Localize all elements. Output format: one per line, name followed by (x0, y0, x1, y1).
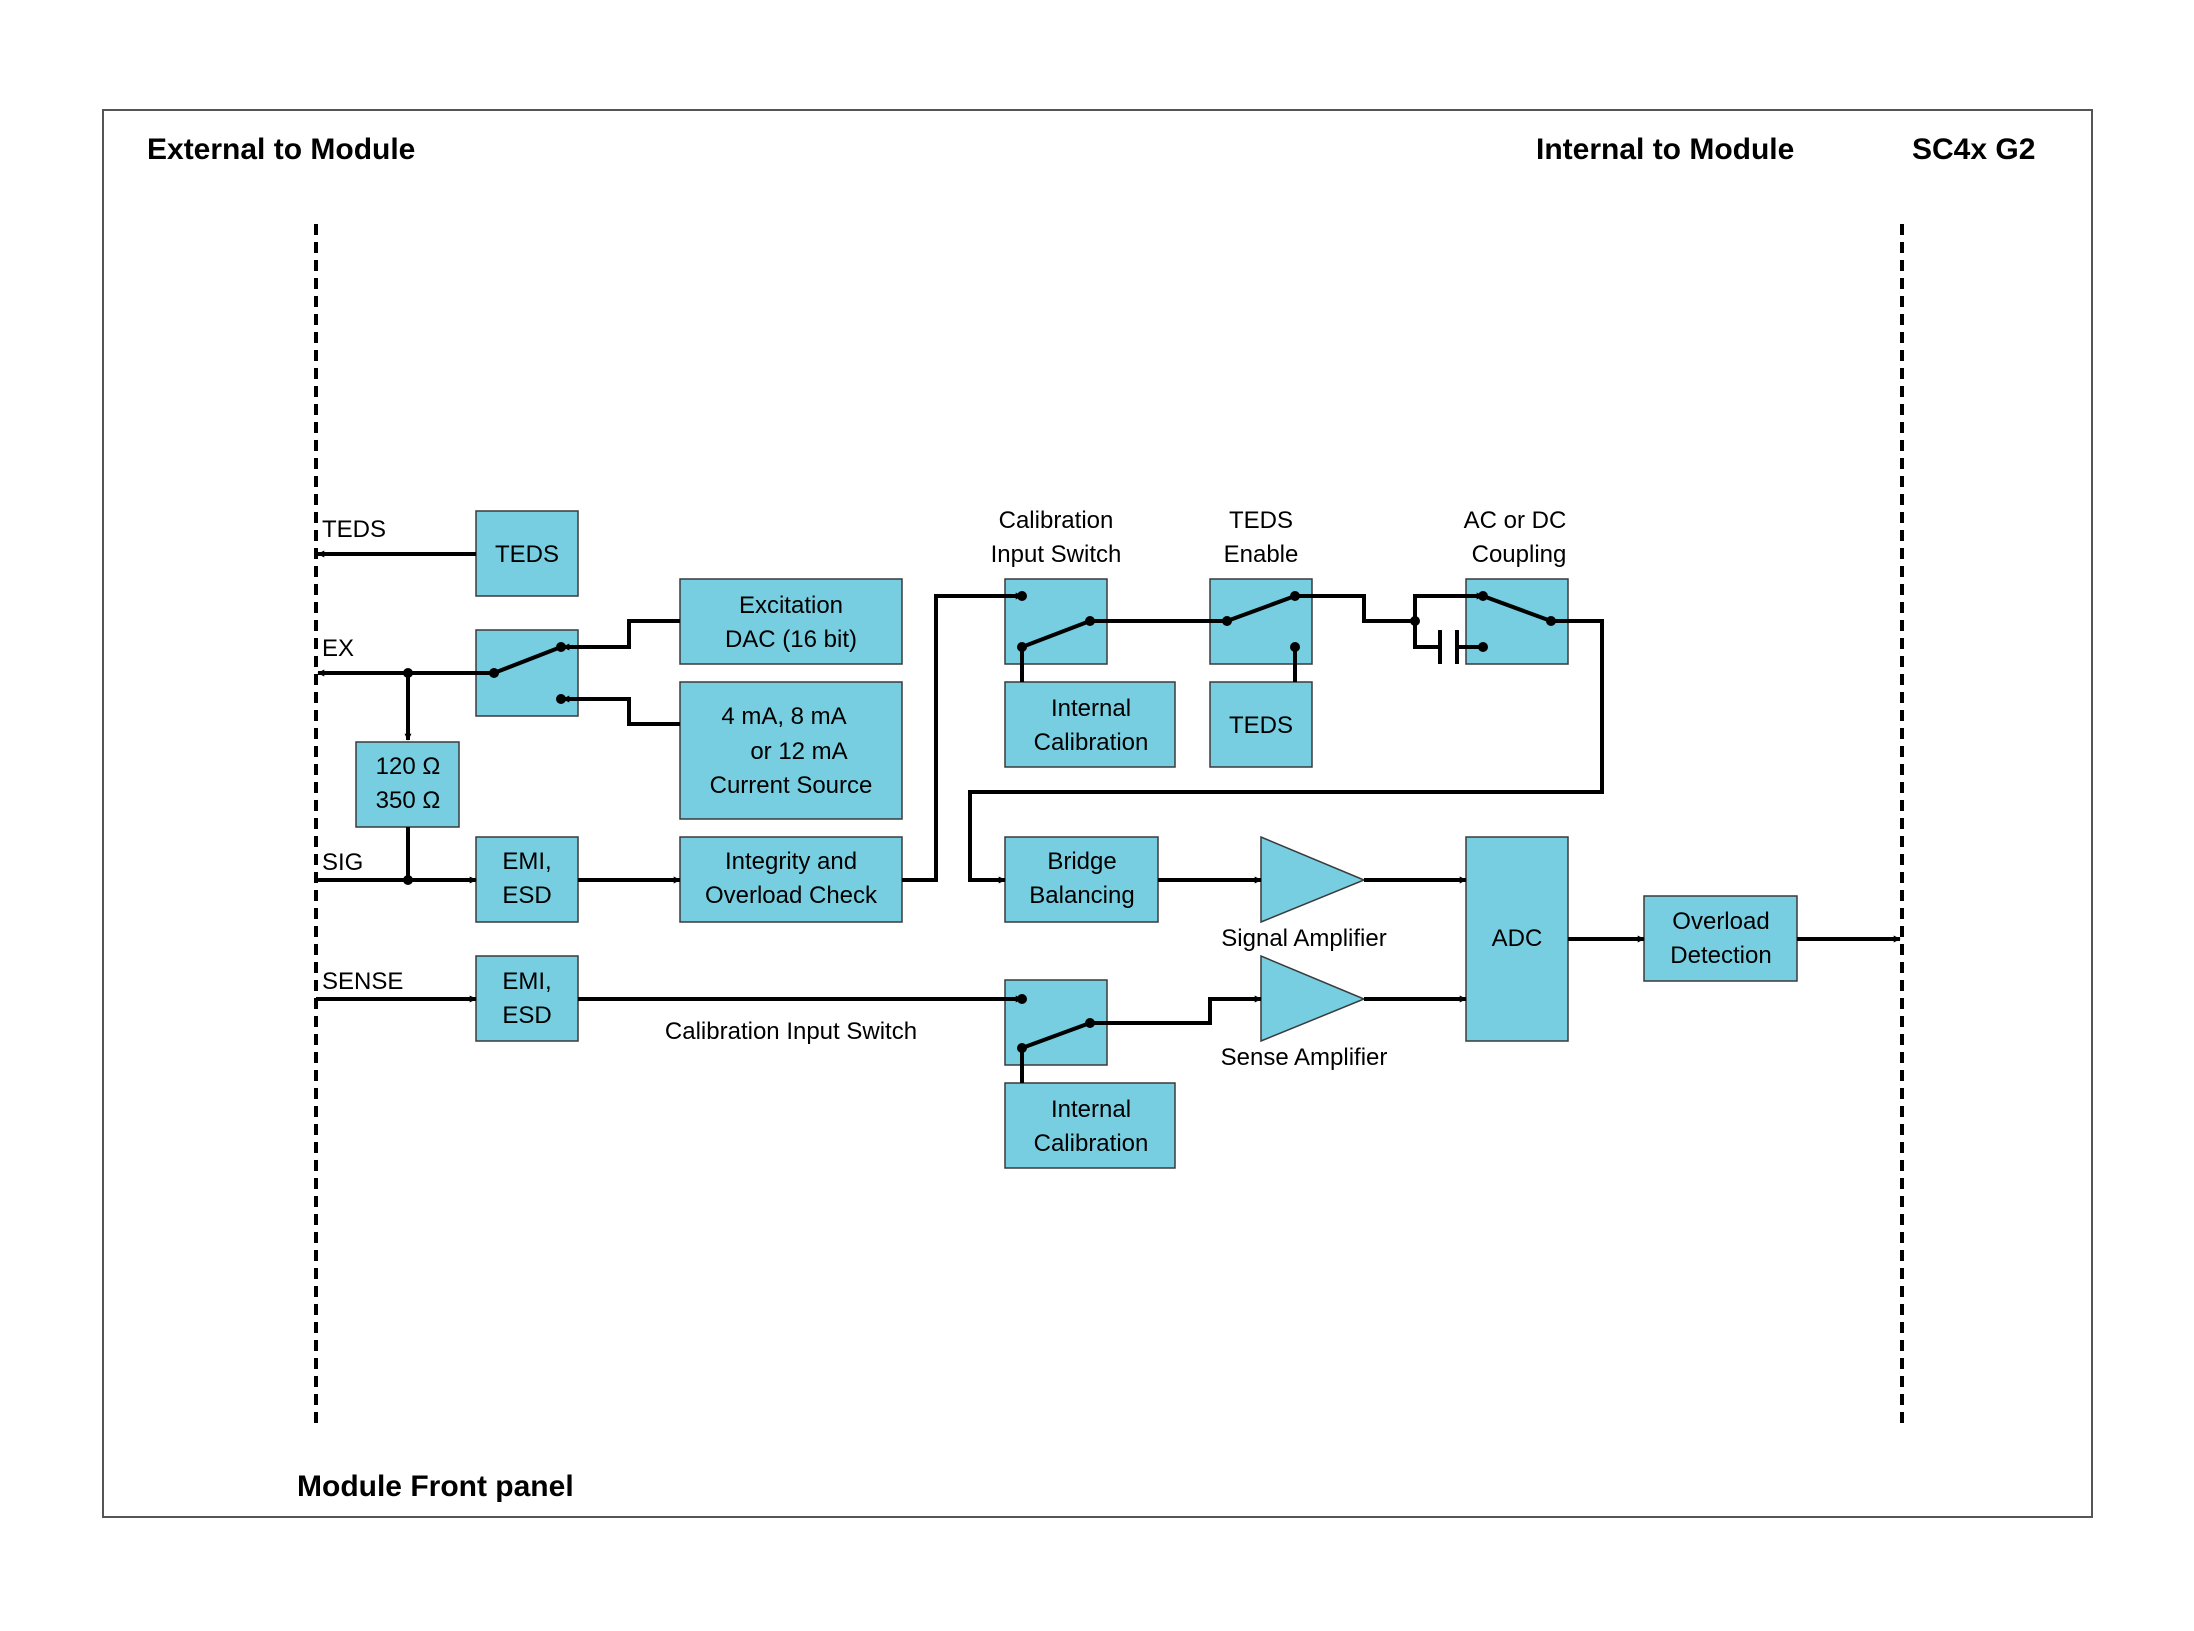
block-label: ADC (1492, 925, 1543, 952)
front-panel-label: Module Front panel (297, 1470, 574, 1503)
cal-input-switch-top-label: Input Switch (991, 541, 1122, 568)
signal-amplifier-icon (1260, 835, 1366, 924)
cal-input-switch-top-label: Calibration (999, 507, 1114, 534)
block-label: EMI, (502, 848, 551, 875)
block-label: or 12 mA (750, 738, 847, 765)
external-header: External to Module (147, 133, 415, 166)
block-label: Overload Check (705, 882, 878, 909)
sig-signal-label: SIG (322, 849, 363, 876)
current-source-block: 4 mA, 8 mA or 12 mA Current Source (679, 681, 903, 820)
block-label: ESD (502, 882, 551, 909)
block-label: TEDS (1229, 712, 1293, 739)
cal-input-switch-bottom-label: Calibration Input Switch (665, 1018, 917, 1045)
block-label: EMI, (502, 968, 551, 995)
emi-esd-sense-block: EMI, ESD (475, 955, 579, 1042)
block-label: Bridge (1047, 848, 1116, 875)
block-label: 4 mA, 8 mA (721, 703, 846, 730)
teds-right-block: TEDS (1209, 681, 1313, 768)
excitation-dac-block: Excitation DAC (16 bit) (679, 578, 903, 665)
block-label: TEDS (495, 541, 559, 568)
block-label: Internal (1051, 695, 1131, 722)
adc-block: ADC (1465, 836, 1569, 1042)
internal-header: Internal to Module (1536, 133, 1794, 166)
teds-signal-label: TEDS (322, 516, 386, 543)
resistor-block: 120 Ω 350 Ω (355, 741, 460, 828)
teds-left-block: TEDS (475, 510, 579, 597)
block-label: DAC (16 bit) (725, 626, 857, 653)
coupling-label: AC or DC (1464, 507, 1567, 534)
block-label: Calibration (1034, 729, 1149, 756)
internal-cal-top-block: Internal Calibration (1004, 681, 1176, 768)
product-header: SC4x G2 (1912, 133, 2035, 166)
coupling-label: Coupling (1472, 541, 1567, 568)
block-label: Detection (1670, 942, 1771, 969)
block-label: Calibration (1034, 1130, 1149, 1157)
block-label: Integrity and (725, 848, 857, 875)
block-label: Excitation (739, 592, 843, 619)
overload-detection-block: Overload Detection (1643, 895, 1798, 982)
ex-signal-label: EX (322, 635, 354, 662)
block-label: 120 Ω (376, 753, 441, 780)
block-label: Current Source (710, 772, 873, 799)
teds-enable-label: TEDS (1229, 507, 1293, 534)
wiring (316, 550, 1901, 1083)
internal-cal-bottom-block: Internal Calibration (1004, 1082, 1176, 1169)
block-label: Overload (1672, 908, 1769, 935)
emi-esd-sig-block: EMI, ESD (475, 836, 579, 923)
block-label: 350 Ω (376, 787, 441, 814)
teds-enable-label: Enable (1224, 541, 1299, 568)
sense-amplifier-icon (1260, 954, 1366, 1043)
sense-amplifier-label: Sense Amplifier (1221, 1044, 1388, 1071)
signal-amplifier-label: Signal Amplifier (1221, 925, 1386, 952)
block-label: Internal (1051, 1096, 1131, 1123)
bridge-balancing-block: Bridge Balancing (1004, 836, 1159, 923)
sense-signal-label: SENSE (322, 968, 403, 995)
block-label: Balancing (1029, 882, 1134, 909)
integrity-overload-block: Integrity and Overload Check (679, 836, 903, 923)
block-label: ESD (502, 1002, 551, 1029)
diagram-frame (102, 109, 2093, 1518)
